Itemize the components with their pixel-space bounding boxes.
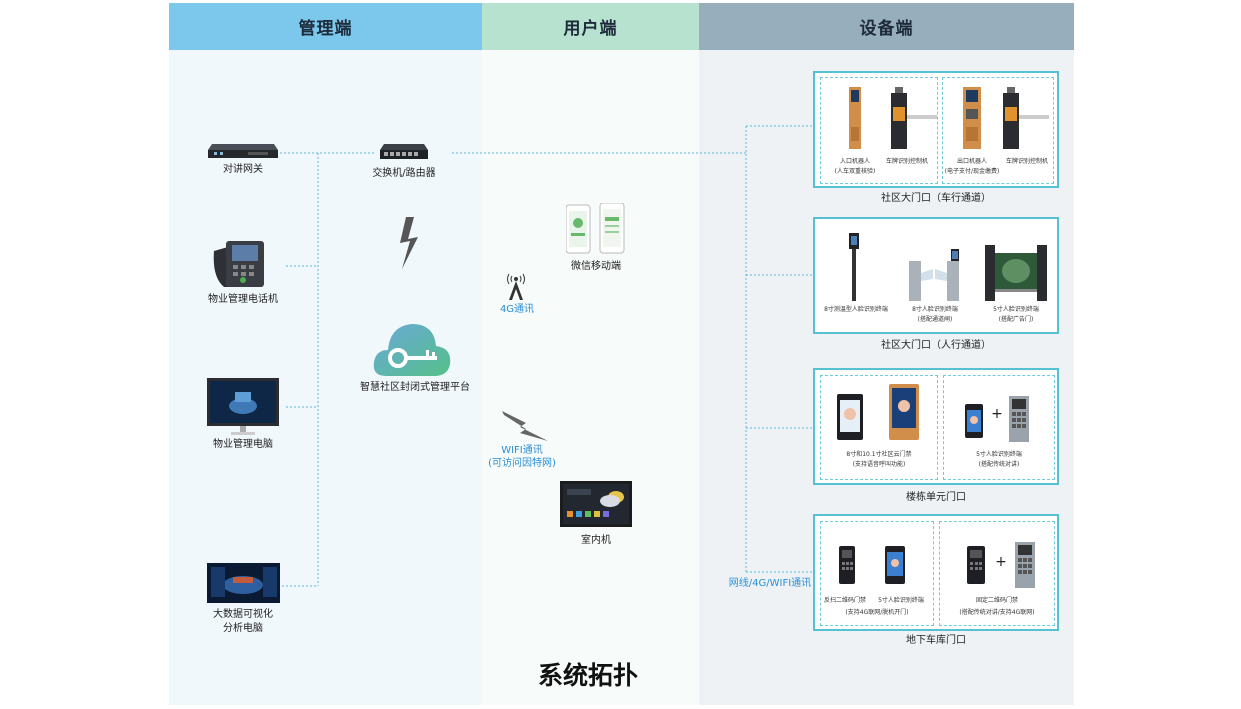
building-unit-panel: + 8寸和10.1寸社区云门禁 (支持语音呼叫功能) 5寸人脸识别终端 (搭配传… (813, 368, 1059, 485)
fixed-qr-access-l1: 固定二维码门禁 (975, 597, 1018, 604)
garage-face-terminal-l1: 5寸人脸识别终端 (878, 597, 924, 604)
user-header-label: 用户端 (563, 19, 618, 39)
wifi-label-2: (可访问因特网) (488, 458, 556, 469)
turnstile-icon (909, 249, 959, 301)
vehicle-entry-group (820, 77, 938, 184)
garage-intercom-panel-icon (1015, 542, 1035, 588)
admin-header-label: 管理端 (298, 19, 353, 39)
switch-device (380, 142, 428, 160)
lightning-icon (400, 217, 418, 269)
garage-panel: + 反扫二维码门禁 (支持4G联网/脱机开门) 5寸人脸识别终端 固定二维码门禁… (813, 514, 1059, 631)
qr-scan-access-l2: (支持4G联网/脱机开门) (845, 609, 909, 616)
exit-robot-l2: (电子支付/现金缴费) (944, 168, 1000, 175)
admin-header: 管理端 (169, 3, 482, 50)
vehicle-gate-panel: 入口机器人 (人车双重核验) 车牌识别控制机 出口机器人 (电子支付/现金缴费)… (813, 71, 1059, 188)
gateway-label: 对讲网关 (223, 164, 263, 175)
entry-robot-l1: 入口机器人 (839, 158, 870, 165)
cloud-access-10-icon (889, 384, 919, 440)
wechat-label: 微信移动端 (571, 261, 621, 272)
cloud-access-group (820, 375, 938, 480)
garage-title: 地下车库门口 (906, 635, 966, 646)
face-terminal-5-l1: 5寸人脸识别终端 (993, 306, 1039, 313)
vehicle-exit-group (942, 77, 1054, 184)
intercom-panel-icon (1009, 396, 1029, 442)
temp-face-terminal-l1: 8寸测温型人脸识别终端 (824, 306, 888, 313)
vehicle-gate-title: 社区大门口（车行通道） (881, 193, 991, 204)
user-header: 用户端 (482, 3, 699, 50)
wifi-signal (502, 407, 548, 443)
exit-robot-icon (963, 87, 981, 149)
intercom-face-l2: (搭配传统对讲) (978, 461, 1020, 468)
fixed-qr-access-icon (967, 546, 985, 584)
gateway-icon (208, 144, 278, 158)
tower-device (506, 271, 526, 301)
plate-controller-2-icon (1003, 87, 1049, 149)
garage-fixed-group (939, 521, 1055, 626)
face-terminal-8-l2: (搭配通道闸) (917, 316, 953, 323)
signal-tower-icon (507, 273, 525, 300)
temp-face-terminal-icon (849, 233, 859, 301)
building-unit-title: 楼栋单元门口 (906, 492, 966, 503)
garage-face-terminal-icon (885, 546, 905, 584)
monitor-icon (207, 378, 279, 435)
cloud-access-l1: 8寸和10.1寸社区云门禁 (846, 451, 912, 458)
wireless-signal-admin (396, 217, 422, 269)
cloud-key-icon (373, 324, 451, 376)
indoor-label: 室内机 (581, 535, 611, 546)
phone-label: 物业管理电话机 (208, 294, 278, 305)
plate-controller-2-l1: 车牌识别控制机 (1005, 158, 1048, 165)
platform-cloud (372, 320, 452, 378)
platform-label: 智慧社区封闭式管理平台 (360, 382, 470, 393)
phone-device (210, 237, 266, 289)
user-column-bg (482, 50, 699, 705)
cloud-access-l2: (支持语音呼叫功能) (852, 461, 906, 468)
switch-icon (380, 144, 428, 159)
phone-icon (213, 241, 264, 287)
plus-sign-building: + (991, 406, 1003, 422)
switch-label: 交换机/路由器 (372, 168, 436, 179)
plate-controller-icon (891, 87, 937, 149)
wifi-label-1: WIFI通讯 (501, 445, 543, 456)
qr-scan-access-l1: 反扫二维码门禁 (823, 597, 866, 604)
face-terminal-8-l1: 8寸人脸识别终端 (912, 306, 958, 313)
entry-robot-icon (849, 87, 861, 149)
pedestrian-gate-panel: 8寸测温型人脸识别终端 8寸人脸识别终端 (搭配通道闸) 5寸人脸识别终端 (搭… (813, 217, 1059, 334)
entry-robot-l2: (人车双重核验) (834, 168, 876, 175)
device-header-label: 设备端 (859, 19, 914, 39)
indoor-device (560, 481, 632, 527)
lightning-wifi-icon (502, 411, 548, 441)
comm-4g-label: 4G通讯 (499, 304, 535, 315)
bigdata-label-2: 分析电脑 (223, 623, 263, 634)
ad-gate-icon (985, 245, 1047, 301)
exit-robot-l1: 出口机器人 (956, 158, 987, 165)
pedestrian-gate-title: 社区大门口（人行通道） (881, 340, 991, 351)
garage-scan-group (820, 521, 934, 626)
network-label: 网线/4G/WIFI通讯 (728, 578, 812, 589)
bigdata-label-1: 大数据可视化 (213, 609, 273, 620)
face-intercom-group (943, 375, 1055, 480)
cloud-access-8-icon (837, 394, 863, 440)
indoor-unit-icon (560, 481, 632, 527)
face-terminal-small-icon (965, 404, 983, 438)
plate-controller-l1: 车牌识别控制机 (885, 158, 928, 165)
pc-device (207, 378, 279, 436)
intercom-face-l1: 5寸人脸识别终端 (976, 451, 1022, 458)
dashboard-screen-icon (207, 563, 280, 603)
smartphones-icon (565, 202, 625, 254)
wechat-device (565, 202, 626, 255)
footer-title: 系统拓扑 (537, 661, 638, 690)
qr-scan-access-icon (839, 546, 855, 584)
fixed-qr-access-l2: (搭配传统对讲/支持4G联网) (959, 609, 1035, 616)
gateway-device (208, 138, 278, 160)
plus-sign-garage: + (995, 554, 1007, 570)
bigdata-device (207, 563, 280, 603)
device-header: 设备端 (699, 3, 1074, 50)
face-terminal-5-l2: (搭配广告门) (998, 316, 1034, 323)
pc-label: 物业管理电脑 (213, 439, 273, 450)
